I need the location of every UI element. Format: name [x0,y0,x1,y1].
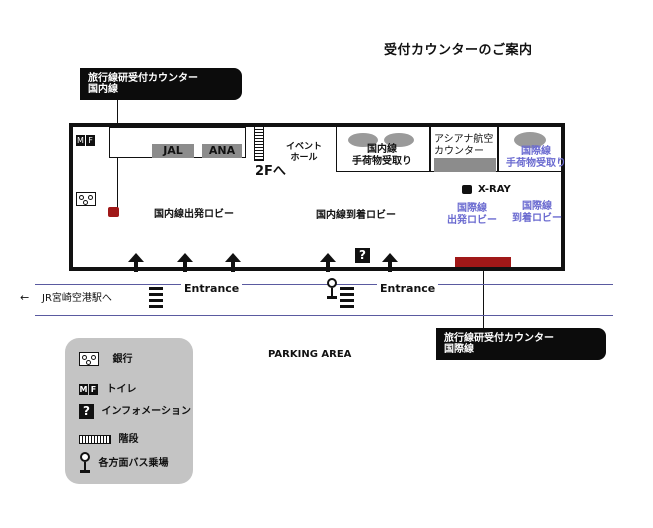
baggage-carousel-2 [384,133,414,147]
domestic-baggage-claim [336,126,430,172]
intl-arrival-lobby: 国際線 到着ロビー [512,201,562,224]
event-hall-label: イベント ホール [286,142,323,163]
to-2f-label: 2Fへ [255,164,286,179]
legend-bus: 各方面バス乗場 [79,452,168,474]
entrance-arrow [177,253,193,272]
asiana-counter-desk [434,158,496,172]
callout-international-line1: 旅行線研受付カウンター [444,333,554,344]
crosswalk-left [149,287,163,311]
asiana-counter-label: アシアナ航空 カウンター [434,134,494,157]
entrance-label-left: Entrance [181,283,243,295]
road-line-bottom [35,315,613,316]
terminal-building [69,123,565,271]
international-travel-counter[interactable] [455,257,511,267]
ana-counter: ANA [202,144,242,158]
intl-baggage-carousel [514,132,546,148]
crosswalk-right [340,287,354,311]
entrance-label-right: Entrance [377,283,439,295]
entrance-arrow [320,253,336,272]
domestic-departure-lobby: 国内線出発ロビー [154,209,234,220]
jr-arrow-icon: ← [20,291,30,304]
domestic-baggage-label: 国内線 手荷物受取り [352,144,412,167]
callout-domestic-line2: 国内線 [88,84,118,95]
bus-stop-icon [79,452,91,474]
xray-label: X-RAY [478,184,511,195]
information-icon: ? [355,248,370,263]
entrance-arrow [128,253,144,272]
callout-international-leader [483,268,484,328]
information-icon: ? [79,403,94,419]
stairs-icon [254,126,264,161]
bank-icon [79,352,99,366]
callout-domestic-line1: 旅行線研受付カウンター [88,73,198,84]
jal-counter: JAL [152,144,194,158]
callout-international-counter: 旅行線研受付カウンター 国際線 [436,328,606,360]
intl-departure-lobby: 国際線 出発ロビー [447,203,497,226]
stairs-icon [79,434,111,444]
bank-icon [76,191,96,210]
legend-information: ? インフォメーション [79,402,191,419]
road-line-top [35,284,613,285]
parking-area-label: PARKING AREA [268,349,352,360]
bus-stop-icon [326,278,338,304]
international-baggage-claim [498,126,562,172]
domestic-travel-counter[interactable] [108,207,119,217]
intl-baggage-label: 国際線 手荷物受取り [506,146,566,169]
legend-bank: 銀行 [79,350,132,366]
callout-international-line2: 国際線 [444,344,474,355]
jr-station-label: JR宮崎空港駅へ [42,293,112,304]
entrance-arrow [382,253,398,272]
legend-stairs: 階段 [79,430,138,445]
callout-domestic-counter: 旅行線研受付カウンター 国内線 [80,68,242,100]
xray-icon [462,185,472,194]
baggage-carousel-1 [348,133,378,147]
page-title: 受付カウンターのご案内 [384,43,533,58]
entrance-arrow [225,253,241,272]
domestic-arrival-lobby: 国内線到着ロビー [316,210,396,221]
